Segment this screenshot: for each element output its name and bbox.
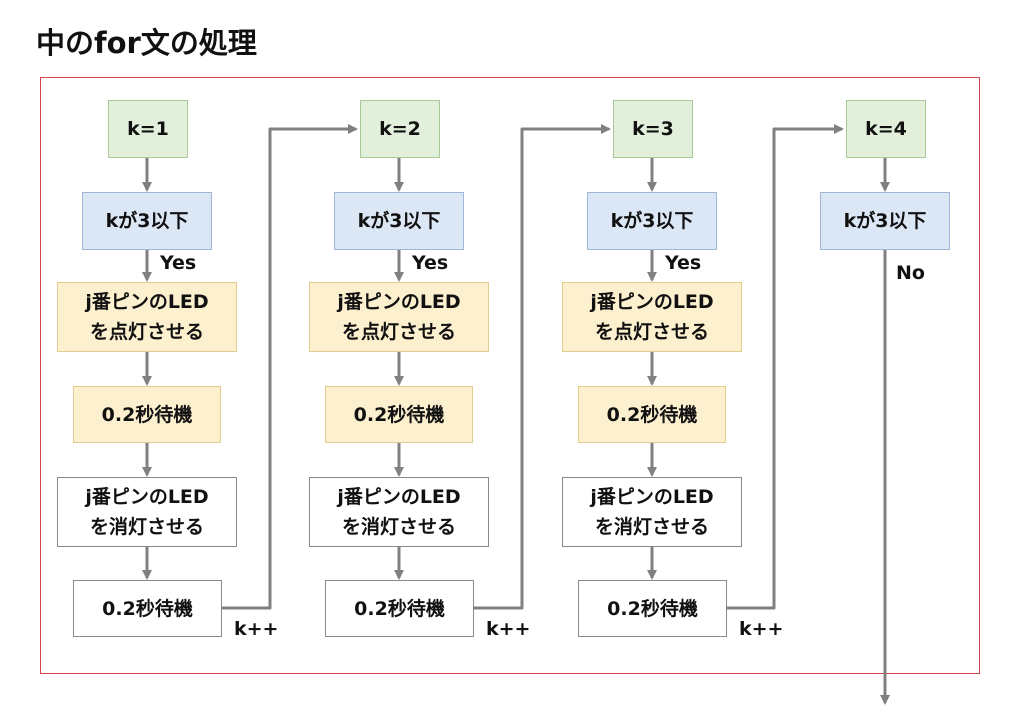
condition-box: kが3以下 — [820, 192, 950, 250]
diagram-frame — [40, 77, 980, 674]
init-k2-box: k=2 — [360, 100, 440, 158]
wait-box: 0.2秒待機 — [578, 386, 726, 443]
increment-label: k++ — [234, 618, 279, 640]
page-title: 中のfor文の処理 — [36, 26, 257, 60]
init-k3-box: k=3 — [613, 100, 693, 158]
condition-box: kが3以下 — [587, 192, 717, 250]
wait-box: 0.2秒待機 — [325, 386, 473, 443]
wait-box: 0.2秒待機 — [325, 580, 474, 637]
increment-label: k++ — [486, 618, 531, 640]
wait-box: 0.2秒待機 — [73, 580, 222, 637]
led-on-box: j番ピンのLED を点灯させる — [309, 282, 489, 352]
increment-label: k++ — [739, 618, 784, 640]
init-k1-box: k=1 — [108, 100, 188, 158]
no-label: No — [896, 262, 925, 284]
wait-box: 0.2秒待機 — [73, 386, 221, 443]
led-off-box: j番ピンのLED を消灯させる — [309, 477, 489, 547]
loop-arrow-k3-to-k4 — [727, 124, 844, 610]
led-on-box: j番ピンのLED を点灯させる — [57, 282, 237, 352]
yes-label: Yes — [412, 252, 449, 274]
condition-box: kが3以下 — [82, 192, 212, 250]
loop-arrow-k2-to-k3 — [474, 124, 611, 610]
yes-label: Yes — [160, 252, 197, 274]
led-off-box: j番ピンのLED を消灯させる — [57, 477, 237, 547]
led-on-box: j番ピンのLED を点灯させる — [562, 282, 742, 352]
loop-arrow-k1-to-k2 — [222, 124, 358, 610]
wait-box: 0.2秒待機 — [578, 580, 727, 637]
yes-label: Yes — [665, 252, 702, 274]
led-off-box: j番ピンのLED を消灯させる — [562, 477, 742, 547]
init-k4-box: k=4 — [846, 100, 926, 158]
condition-box: kが3以下 — [334, 192, 464, 250]
